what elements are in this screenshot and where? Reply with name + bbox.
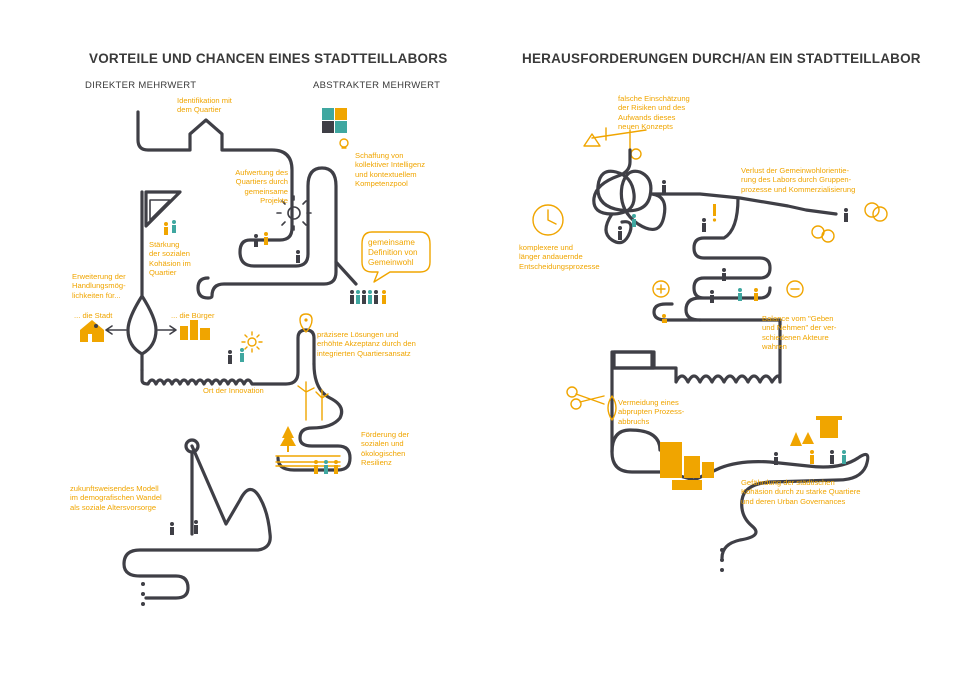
left-title: VORTEILE UND CHANCEN EINES STADTTEILLABO… — [89, 51, 448, 66]
speech-bubble-icon — [361, 231, 431, 283]
label-balance: Balance vom "Geben und Nehmen" der ver- … — [762, 314, 837, 352]
ruler-triangle-icon — [144, 190, 182, 228]
label-innovation: Ort der Innovation — [203, 386, 264, 395]
path-top-left — [136, 110, 358, 286]
clock-icon — [532, 204, 564, 236]
dots-left — [141, 582, 145, 606]
label-verlust: Verlust der Gemeinwohlorientie- rung des… — [741, 166, 856, 194]
people-icon — [94, 220, 386, 535]
building-icon-buerger — [180, 320, 210, 340]
tree-icon — [280, 426, 296, 452]
machine-rect — [612, 350, 656, 370]
wind-turbine-icon — [297, 381, 329, 421]
field-icon — [275, 455, 341, 467]
path-lower-left — [122, 444, 272, 600]
label-resilienz: Förderung der sozialen und ökologischen … — [361, 430, 410, 468]
coin-icon — [811, 202, 888, 243]
path-bottom-right — [610, 428, 870, 560]
arrow-buerger — [157, 325, 177, 335]
plus-icon — [652, 280, 670, 298]
path-knot-right — [592, 148, 838, 232]
label-gemeinwohl: gemeinsame Definition von Gemeinwohl — [368, 238, 418, 267]
label-stadt: ... die Stadt — [74, 311, 113, 320]
label-vermeidung: Vermeidung eines abprupten Prozess- abbr… — [618, 398, 685, 426]
label-identifikation: Identifikation mit dem Quartier — [177, 96, 232, 115]
label-komplexere: komplexere und länger andauernde Entsche… — [519, 243, 600, 271]
exclamation-icon — [712, 204, 717, 222]
label-gefaehrdung: Gefährdung der städtischen Kohäsion durc… — [741, 478, 861, 506]
label-buerger: ... die Bürger — [171, 311, 215, 320]
label-schaffung: Schaffung von kollektiver Intelligenz un… — [355, 151, 426, 189]
col-abstract-label: ABSTRAKTER MEHRWERT — [313, 80, 441, 91]
path-wave-left — [140, 328, 316, 386]
label-erweiterung: Erweiterung der Handlungsmög- lichkeiten… — [72, 272, 126, 300]
col-direct-label: DIREKTER MEHRWERT — [85, 80, 197, 91]
path-middle-left — [196, 260, 338, 300]
sun-icon — [276, 195, 312, 231]
label-aufwertung: Aufwertung des Quartiers durch gemeinsam… — [235, 168, 288, 206]
label-praezisere: präzisere Lösungen und erhöhte Akzeptanz… — [317, 330, 416, 358]
leaf-icon-right — [607, 395, 617, 421]
arrow-stadt — [105, 325, 127, 335]
people-icon-right — [618, 180, 848, 465]
path-serpentine-right — [652, 196, 772, 322]
building-icon — [660, 416, 842, 490]
path-serpentine-left — [276, 362, 352, 472]
pin-icon — [299, 313, 313, 333]
right-title: HERAUSFORDERUNGEN DURCH/AN EIN STADTTEIL… — [522, 51, 921, 66]
label-staerkung: Stärkung der sozialen Kohäsion im Quarti… — [149, 240, 191, 278]
puzzle-icon — [322, 108, 347, 133]
scissors-icon — [566, 386, 605, 410]
gear-icon — [241, 331, 263, 353]
label-modell: zukunftsweisendes Modell im demografisch… — [70, 484, 162, 512]
path-leaf-branch — [126, 190, 158, 372]
tree-icon-right — [790, 432, 814, 446]
dots-right — [720, 548, 724, 572]
house-icon — [80, 320, 104, 342]
scale-icon — [583, 127, 647, 160]
lightbulb-icon — [339, 138, 349, 149]
minus-icon — [786, 280, 804, 298]
label-falsche: falsche Einschätzung der Risiken und des… — [618, 94, 690, 132]
path-knot-curl — [604, 212, 633, 245]
